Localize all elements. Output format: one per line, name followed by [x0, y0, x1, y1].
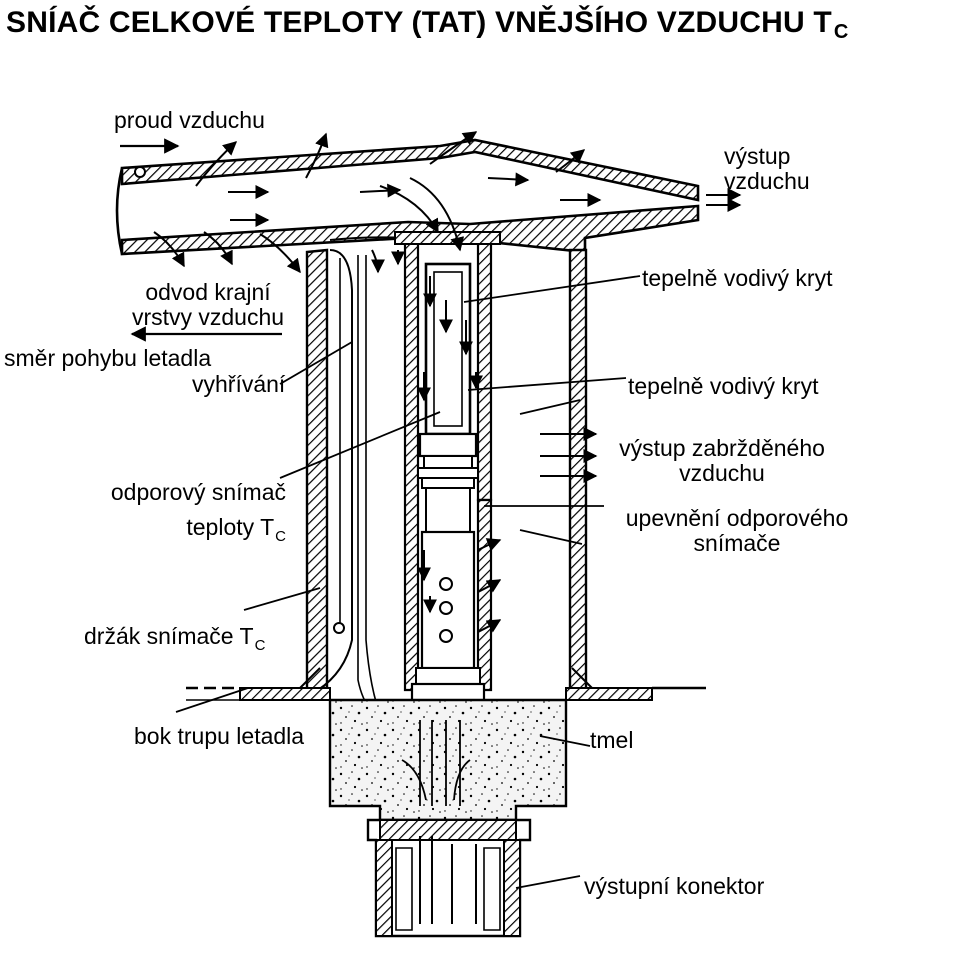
label-heating: vyhřívání	[192, 371, 286, 397]
leader-lines	[175, 275, 641, 889]
label-resistive-sensor: odporový snímač teploty TC	[96, 480, 286, 549]
label-holder-main: držák snímače T	[84, 623, 254, 649]
output-connector	[366, 818, 532, 938]
label-sensor-line2-wrap: teploty TC	[96, 515, 286, 549]
label-sensor-mount: upevnění odporového snímače	[612, 506, 862, 556]
page-title: SNÍAČ CELKOVÉ TEPLOTY (TAT) VNĚJŠÍHO VZD…	[6, 6, 849, 44]
label-airflow: proud vzduchu	[114, 107, 265, 133]
label-flight-direction: směr pohybu letadla	[4, 345, 212, 371]
label-conductive-cover-1: tepelně vodivý kryt	[642, 265, 833, 291]
label-mount-line2: snímače	[693, 530, 781, 556]
label-mount-line1: upevnění odporového	[625, 505, 849, 531]
title-subscript: C	[833, 21, 849, 43]
label-boundary-line1: odvod krajní	[145, 279, 271, 305]
label-sealant: tmel	[590, 727, 634, 753]
label-conductive-cover-2: tepelně vodivý kryt	[628, 373, 819, 399]
inner-tube	[394, 231, 501, 710]
label-fuselage-side: bok trupu letadla	[134, 723, 305, 749]
label-sensor-sub: C	[275, 528, 286, 545]
label-decel-line1: výstup zabržděného	[619, 435, 825, 461]
label-boundary-line2: vrstvy vzduchu	[131, 304, 285, 330]
label-decel-line2: vzduchu	[679, 460, 765, 486]
sealant-pot	[328, 698, 568, 822]
flow-arrows	[120, 131, 742, 633]
label-air-exit-line2: vzduchu	[724, 168, 810, 194]
label-sensor-holder: držák snímače TC	[84, 624, 265, 658]
label-air-exit: výstup vzduchu	[724, 144, 810, 194]
label-sensor-line2: teploty T	[186, 514, 275, 540]
label-air-exit-line1: výstup	[724, 143, 791, 169]
label-sensor-line1: odporový snímač	[110, 479, 286, 505]
label-boundary-bleed: odvod krajní vrstvy vzduchu	[118, 280, 298, 330]
label-decelerated-air-exit: výstup zabržděného vzduchu	[606, 436, 838, 486]
label-holder-sub: C	[254, 637, 266, 654]
title-main: SNÍAČ CELKOVÉ TEPLOTY (TAT) VNĚJŠÍHO VZD…	[6, 6, 832, 39]
label-output-connector: výstupní konektor	[584, 873, 765, 899]
base-flange	[186, 667, 706, 701]
